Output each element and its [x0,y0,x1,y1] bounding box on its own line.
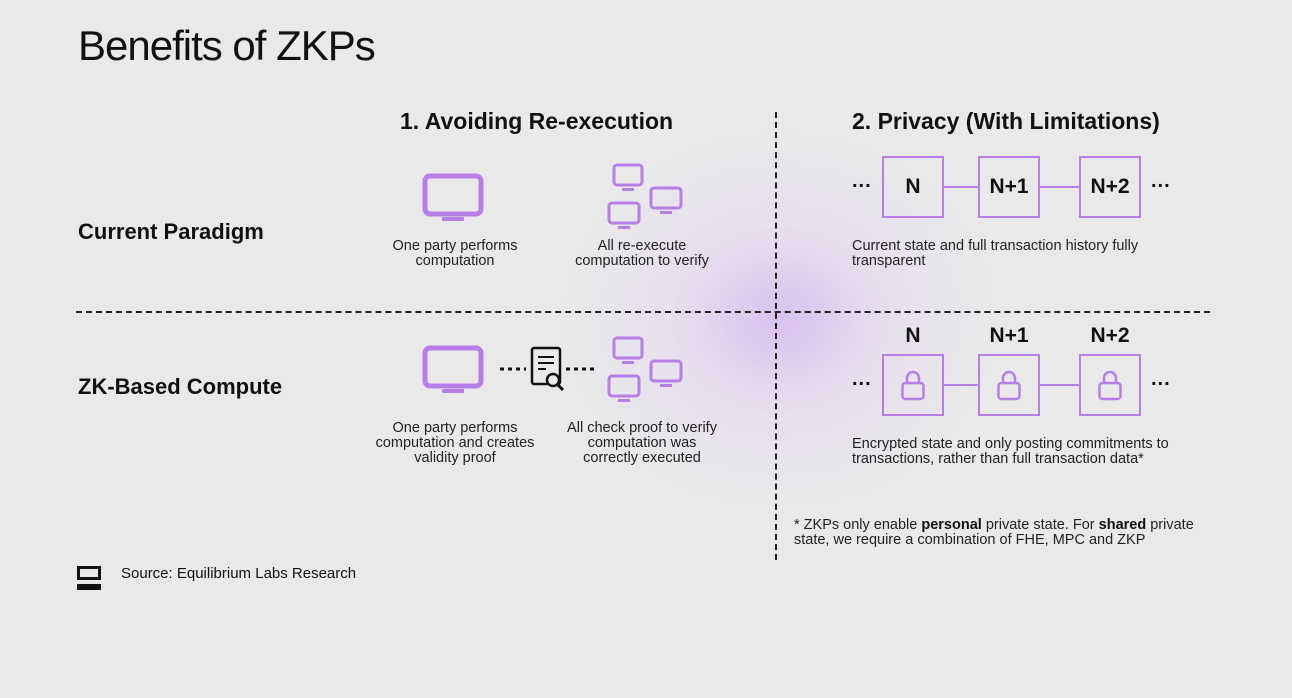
ellipsis-right: ... [1151,368,1171,390]
block-n-plus-2: N+2 [1079,156,1141,218]
block-connector [1040,186,1079,188]
document-search-icon [500,346,596,392]
row-label-zk-based-compute: ZK-Based Compute [78,374,283,399]
row-label-current-paradigm: Current Paradigm [78,219,264,244]
block-n-plus-1: N+1 [978,156,1040,218]
block-connector [944,186,978,188]
footnote-text: private state. For [981,517,1099,533]
multi-monitor-icon [607,163,683,229]
footnote-text: * ZKPs only enable [794,517,922,533]
ellipsis-right: ... [1151,170,1171,192]
source-credit: Source: Equilibrium Labs Research [121,565,357,582]
caption-all-check-proof: All check proof to verify computation wa… [567,420,717,466]
lock-icon [901,370,925,401]
logo-icon [77,566,101,590]
caption-one-party-proof: One party performs computation and creat… [375,420,535,466]
footnote: * ZKPs only enable personal private stat… [794,518,1214,548]
caption-privacy-current: Current state and full transaction histo… [852,238,1139,269]
column-heading-privacy: 2. Privacy (With Limitations) [852,108,1160,134]
footnote-emphasis-personal: personal [921,517,982,533]
lock-icon [1098,370,1122,401]
page-title: Benefits of ZKPs [78,22,376,69]
caption-all-reexecute: All re-execute computation to verify [575,238,709,269]
footnote-emphasis-shared: shared [1098,517,1147,533]
lock-icon [997,370,1021,401]
caption-one-party-performs: One party performs computation [392,238,518,269]
ellipsis-left: ... [852,368,872,390]
caption-privacy-zk: Encrypted state and only posting commitm… [852,436,1169,467]
horizontal-divider [76,311,1210,313]
vertical-divider [775,112,777,560]
encrypted-block-n-plus-2 [1079,354,1141,416]
block-connector [1040,384,1079,386]
monitor-icon [422,345,484,393]
block-label-n-plus-1: N+1 [989,324,1029,347]
encrypted-block-n [882,354,944,416]
column-heading-avoiding-reexecution: 1. Avoiding Re-execution [400,108,674,134]
multi-monitor-icon [607,336,683,402]
monitor-icon [422,173,484,221]
ellipsis-left: ... [852,170,872,192]
block-connector [944,384,978,386]
block-label-n: N [905,324,921,347]
block-n: N [882,156,944,218]
block-label-n-plus-2: N+2 [1090,324,1130,347]
encrypted-block-n-plus-1 [978,354,1040,416]
footnote-text: private state, we require a combination … [794,517,1194,548]
